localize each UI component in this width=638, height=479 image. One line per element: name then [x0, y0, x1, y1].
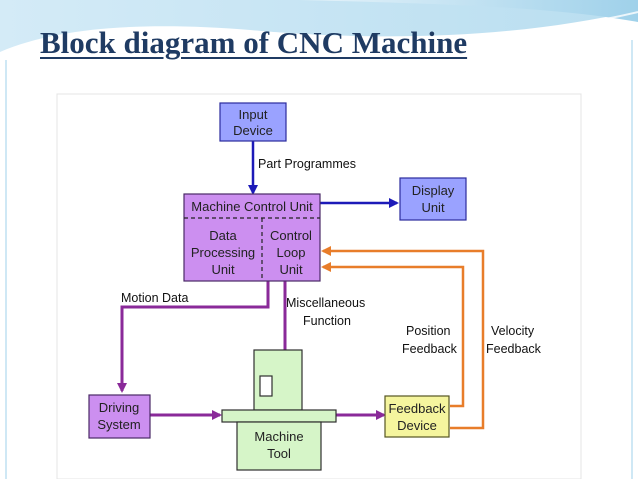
feedback-device-label-1: Feedback: [388, 401, 446, 416]
machine-spindle: [259, 375, 273, 397]
machine-tool-block: Machine Tool: [221, 349, 337, 471]
control-loop-label-3: Unit: [279, 262, 303, 277]
feedback-device-block: Feedback Device: [384, 395, 450, 438]
arrow-motion-data: [117, 281, 270, 393]
machine-table: [221, 409, 337, 423]
top-wave-shape: [0, 0, 638, 52]
part-programmes-label: Part Programmes: [258, 157, 356, 171]
top-wave-highlight: [300, 0, 638, 22]
arrow-position-feedback: [321, 262, 465, 408]
mcu-header-label: Machine Control Unit: [191, 199, 313, 214]
slide-title: Block diagram of CNC Machine: [40, 25, 468, 60]
input-device-label-2: Device: [233, 123, 273, 138]
driving-system-block: Driving System: [88, 394, 151, 439]
control-loop-label-2: Loop: [277, 245, 306, 260]
velocity-feedback-label-1: Velocity: [491, 324, 535, 338]
data-processing-label-2: Processing: [191, 245, 255, 260]
display-unit-block: Display Unit: [399, 177, 467, 221]
data-processing-label-1: Data: [209, 228, 237, 243]
control-loop-label-1: Control: [270, 228, 312, 243]
machine-tool-label-2: Tool: [267, 446, 291, 461]
driving-system-label-2: System: [97, 417, 140, 432]
misc-function-label-1: Miscellaneous: [286, 296, 365, 310]
input-device-label-1: Input: [239, 107, 268, 122]
display-unit-label-1: Display: [412, 183, 455, 198]
arrow-velocity-feedback: [321, 246, 485, 430]
position-feedback-label-2: Feedback: [402, 342, 458, 356]
machine-control-unit-block: Machine Control Unit Data Processing Uni…: [183, 193, 321, 282]
feedback-device-label-2: Device: [397, 418, 437, 433]
driving-system-label-1: Driving: [99, 400, 139, 415]
top-wave-line: [0, 11, 638, 57]
velocity-feedback-label-2: Feedback: [486, 342, 542, 356]
motion-data-label: Motion Data: [121, 291, 188, 305]
display-unit-label-2: Unit: [421, 200, 445, 215]
position-feedback-label-1: Position: [406, 324, 451, 338]
machine-tool-label-1: Machine: [254, 429, 303, 444]
data-processing-label-3: Unit: [211, 262, 235, 277]
input-device-block: Input Device: [219, 102, 287, 142]
misc-function-label-2: Function: [303, 314, 351, 328]
machine-base: [236, 421, 322, 471]
